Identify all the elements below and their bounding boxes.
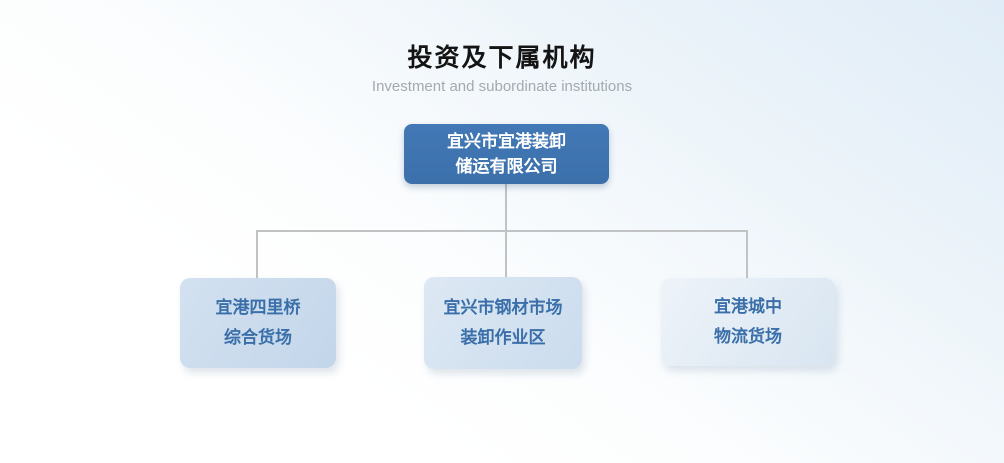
- org-node-child-2-line1: 宜兴市钢材市场: [443, 298, 563, 317]
- org-node-child-1-line2: 综合货场: [224, 328, 292, 347]
- org-node-child-3-line1: 宜港城中: [714, 297, 782, 316]
- connector-left-vertical: [256, 230, 258, 278]
- page-subtitle: Investment and subordinate institutions: [371, 78, 633, 95]
- connector-horizontal-bar: [256, 230, 748, 232]
- org-node-child-3: 宜港城中 物流货场: [661, 278, 835, 366]
- org-node-child-2: 宜兴市钢材市场 装卸作业区: [424, 277, 582, 369]
- connector-right-vertical: [746, 230, 748, 278]
- org-node-child-1: 宜港四里桥 综合货场: [180, 278, 336, 368]
- org-node-root-line2: 储运有限公司: [455, 157, 558, 176]
- org-node-root-line1: 宜兴市宜港装卸: [447, 132, 566, 151]
- org-node-root: 宜兴市宜港装卸 储运有限公司: [404, 124, 609, 184]
- org-node-child-3-line2: 物流货场: [714, 327, 782, 346]
- page-title: 投资及下属机构: [407, 44, 597, 72]
- page-header: 投资及下属机构 Investment and subordinate insti…: [0, 42, 1004, 96]
- org-node-child-1-line1: 宜港四里桥: [215, 298, 301, 317]
- org-node-child-2-line2: 装卸作业区: [460, 328, 546, 347]
